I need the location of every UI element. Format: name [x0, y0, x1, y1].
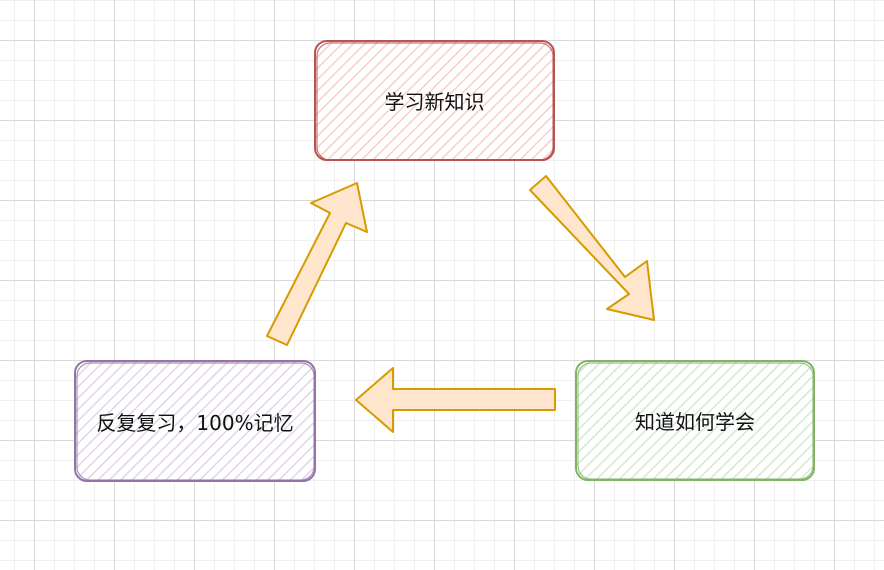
arrow-review-to-learn[interactable]	[266, 182, 368, 346]
arrow-learn-to-understand[interactable]	[529, 175, 655, 321]
node-learn-shape[interactable]	[314, 40, 555, 161]
node-learn-label: 学习新知识	[384, 90, 485, 114]
arrow-understand-to-review[interactable]	[355, 367, 556, 433]
node-understand-shape[interactable]	[575, 360, 815, 481]
node-review-shape[interactable]	[74, 360, 316, 482]
node-understand-label: 知道如何学会	[635, 410, 755, 434]
node-review-label: 反复复习，100%记忆	[96, 410, 294, 435]
